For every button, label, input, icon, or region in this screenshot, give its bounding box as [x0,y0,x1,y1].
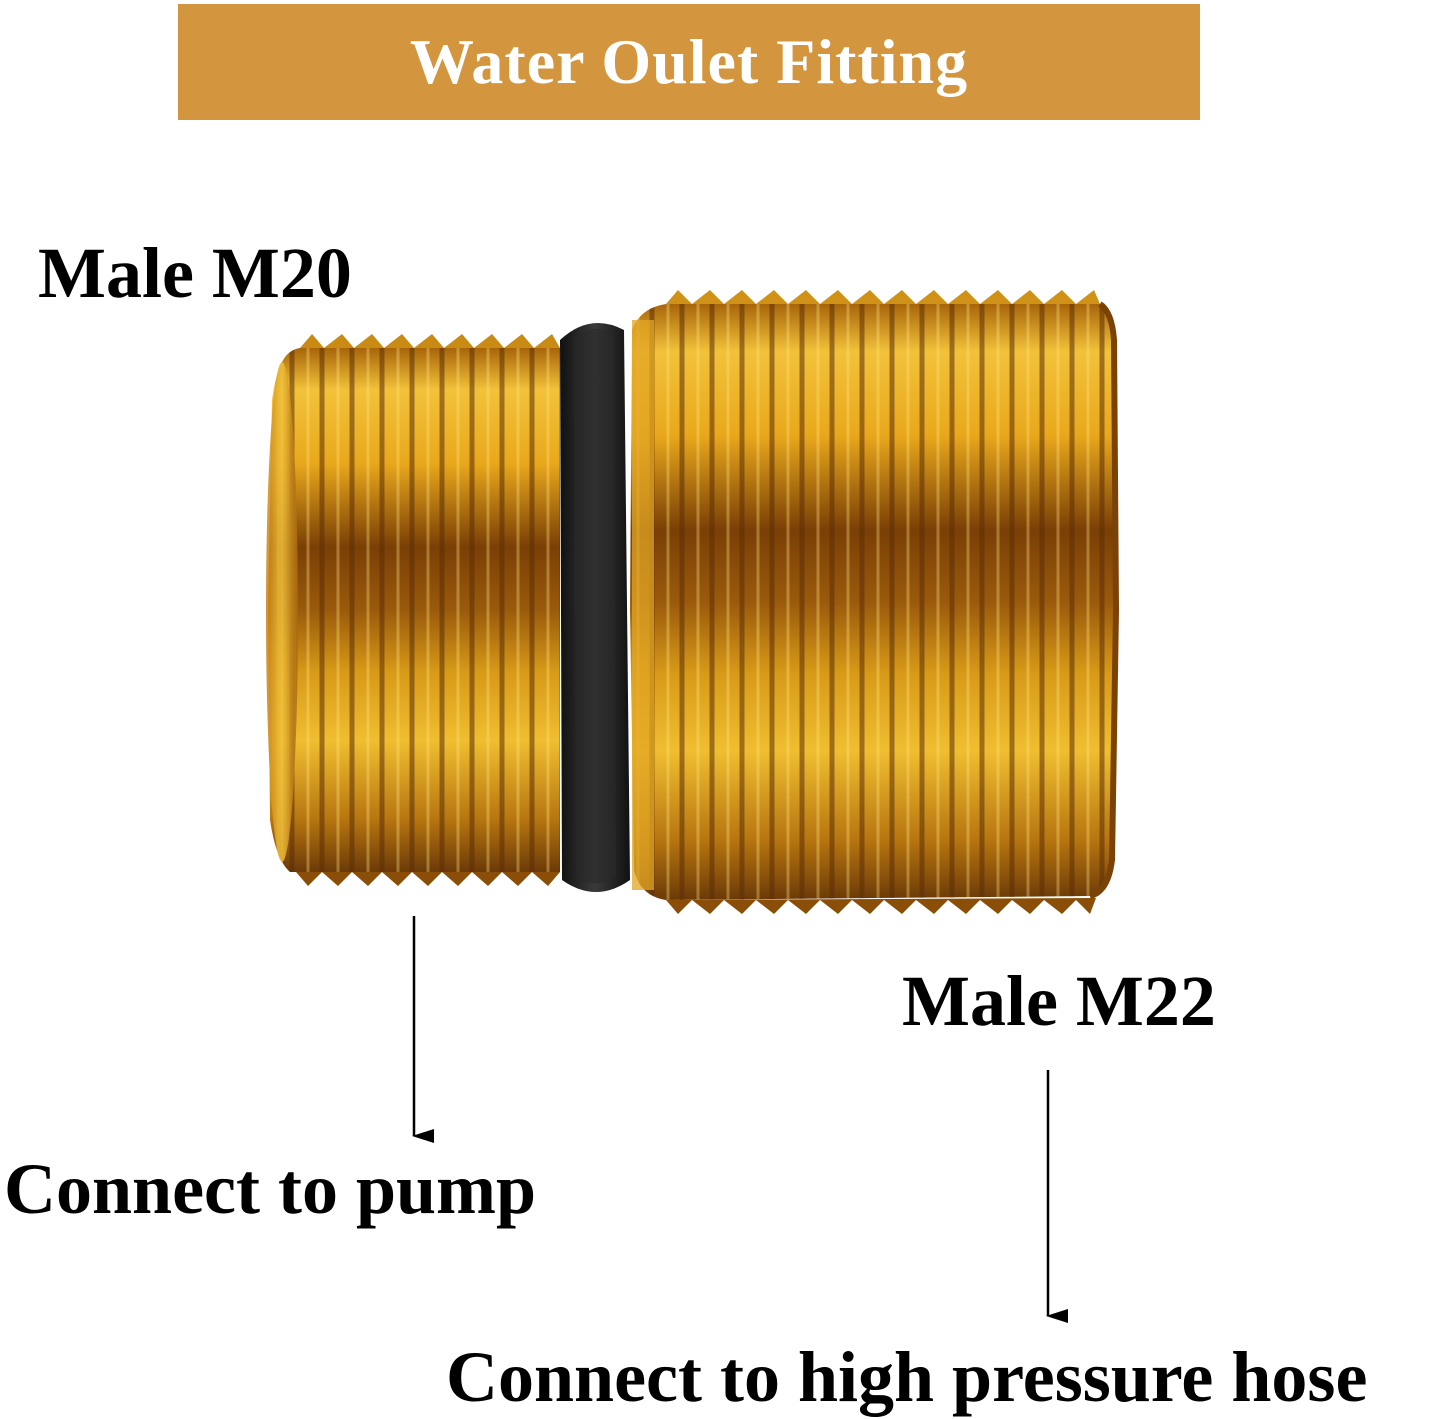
page-title: Water Oulet Fitting [409,26,969,97]
o-ring-icon [560,322,630,892]
label-connect-pump: Connect to pump [4,1149,537,1229]
title-banner: Water Oulet Fitting [178,4,1200,120]
label-male-m22: Male M22 [902,961,1216,1041]
label-male-m20: Male M20 [38,233,352,313]
m20-thread-body [266,334,560,886]
label-connect-hose: Connect to high pressure hose [446,1337,1368,1417]
m22-thread-body [630,290,1120,914]
